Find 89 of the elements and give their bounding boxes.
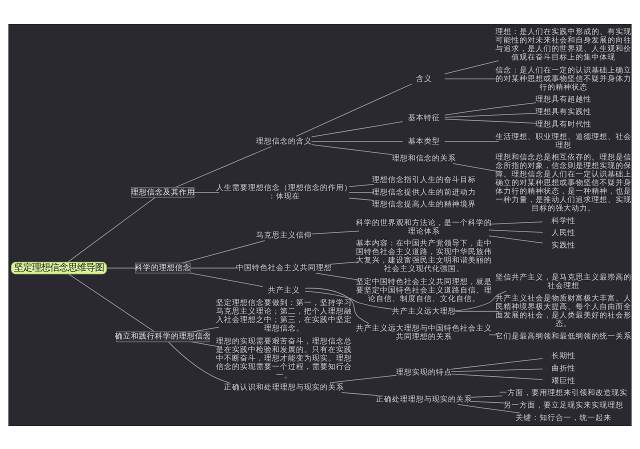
connector	[488, 334, 500, 335]
node-text: 含义	[416, 73, 432, 82]
node-text: 基本特征	[408, 112, 440, 122]
node-box: 确立和践行科学的理想信念	[116, 330, 210, 342]
connector	[450, 373, 543, 380]
node-text: 一方面，要用理想来引领和改造现实	[500, 388, 628, 397]
connector	[175, 146, 272, 188]
connector	[311, 144, 393, 154]
connector	[106, 267, 136, 268]
node-text: 理想具有超越性	[536, 94, 592, 104]
node-text: 理想具有时代性	[536, 118, 592, 128]
node-text: 曲折性	[552, 362, 576, 372]
node-text: 理想实现的特点	[396, 366, 452, 376]
connector	[168, 341, 230, 383]
connector	[444, 60, 500, 74]
node-text: 实践性	[552, 240, 576, 250]
node-text: 坚定中国特色社会主义共同理想，就是要坚定中国特色社会主义道路自信、理论自信、制度自信、文化自信。	[356, 276, 492, 302]
connector	[330, 260, 360, 264]
node-text: 正确处理理想与现实的关系	[376, 394, 472, 403]
node-text: 艰巨性	[552, 375, 576, 384]
connector	[304, 287, 370, 324]
node-text: 理想的实现需要艰苦奋斗，理想信念总是在实践中检验和发展的。只有在实践中不断奋斗，理想才能变为现实。理想信念的实现需要一个过程，需要知行合一。	[216, 336, 352, 379]
node-box: 坚定理想信念思维导图	[11, 261, 107, 274]
node-text: 基本类型	[408, 136, 440, 145]
node-text: 坚定理想信念要做到：第一，坚持学习马克思主义理论；第二，把个人理想融入社会理想之中；第三，在实践中坚定理想信念。	[216, 298, 352, 332]
node-text: 另一方面，要立足现实来实现理想	[504, 400, 624, 409]
node-text: 中国特色社会主义共同理想	[236, 262, 332, 272]
connector	[67, 196, 156, 262]
connector	[488, 234, 544, 243]
node-text: 长期性	[552, 350, 576, 360]
node-text: 正确认识和处理理想与现实的关系	[224, 382, 344, 392]
connector	[68, 273, 155, 332]
connector	[316, 272, 360, 280]
node-text: 关键：知行合一，统一起来	[516, 412, 612, 422]
node-text: 理想和信念总是相互依存的。理想是信念所指的对象，信念则是理想实现的保障。理想信念是人们在一定认识基础上确立的对某种思想或事物坚信不疑并身体力行的精神状态，是一种精神，也是一种力量，是推动人们追求理想、实现目标的强大动力。	[496, 152, 632, 212]
node-text: 共产主义社会是物质财富极大丰富、人民精神境界极大提高、每个人自由而全面发展的社会，是人类最美好的社会形态。	[496, 292, 632, 328]
node-text: 理想信念指引人生的奋斗目标	[372, 174, 476, 184]
connector	[454, 290, 506, 311]
node-text: 马克思主义信仰	[256, 230, 312, 240]
node-text: 科学性	[552, 215, 576, 224]
node-text: 人民性	[552, 228, 576, 237]
connector	[182, 240, 266, 263]
connector	[191, 340, 220, 347]
node-text: 人生需要理想信念（理想信念的作用）：体现在	[216, 182, 352, 200]
node-text: 科学的世界观和方法论，是一个科学的理论体系	[356, 217, 492, 235]
connector	[311, 140, 404, 142]
connector	[194, 191, 220, 192]
node-text: 共产主义远大理想与中国特色社会主义共同理想的关系	[356, 323, 492, 341]
node-text: 理想和信念的关系	[392, 152, 456, 162]
connector	[348, 184, 374, 186]
connector	[444, 78, 500, 79]
node-text: 坚信共产主义，是马克思主义最崇高的社会理想	[496, 272, 632, 290]
connector	[444, 140, 500, 142]
connector	[341, 392, 378, 396]
connector	[190, 272, 264, 287]
connector	[450, 368, 543, 372]
connector	[470, 400, 506, 403]
node-text: 理想具有实践性	[536, 106, 592, 116]
node-text: 共产主义	[268, 284, 300, 294]
connector	[311, 230, 360, 234]
node-text: 理想：是人们在实践中形成的、有实现可能性的对未来社会和自身发展的向往与追求，是人们的世界观、人生观和价值观在奋斗目标上的集中体现	[496, 26, 632, 62]
connector	[296, 83, 412, 136]
connector	[452, 162, 500, 172]
node-text: 理想信念的含义	[256, 136, 312, 145]
node-text: 共产主义远大理想	[392, 306, 456, 315]
connector	[444, 118, 537, 124]
node-text: 理想信念提高人生的精神境界	[372, 199, 476, 208]
node-box: 理想信念及其作用	[131, 186, 194, 198]
connector	[488, 229, 544, 232]
connector	[348, 191, 374, 192]
connector	[192, 326, 220, 332]
connector	[457, 404, 520, 413]
node-box: 科学的理想信念	[135, 262, 191, 273]
node-text: 生活理想、职业理想、道德理想、社会理想	[496, 132, 632, 150]
connector	[488, 220, 544, 224]
connector	[454, 310, 499, 312]
connector	[450, 358, 543, 370]
connector	[348, 197, 374, 200]
connector	[190, 267, 238, 268]
connector	[470, 395, 503, 398]
node-text: 它们是最高纲领和最低纲领的统一关系	[496, 331, 632, 340]
connector	[444, 112, 537, 118]
connector	[304, 290, 393, 310]
connector	[444, 102, 536, 116]
node-text: 基本内容：在中国共产党领导下，走中国特色社会主义道路，实现中华民族伟大复兴，建设富强民主文明和谐美丽的社会主义现代化强国。	[356, 238, 492, 273]
connector	[311, 120, 404, 137]
node-text: 信念：是人们在一定的认识基础上确立的对某种思想或事物坚信不疑并身体力行的精神状态	[496, 64, 632, 91]
connector	[330, 374, 397, 383]
node-text: 理想信念提供人生的前进动力	[372, 186, 476, 196]
